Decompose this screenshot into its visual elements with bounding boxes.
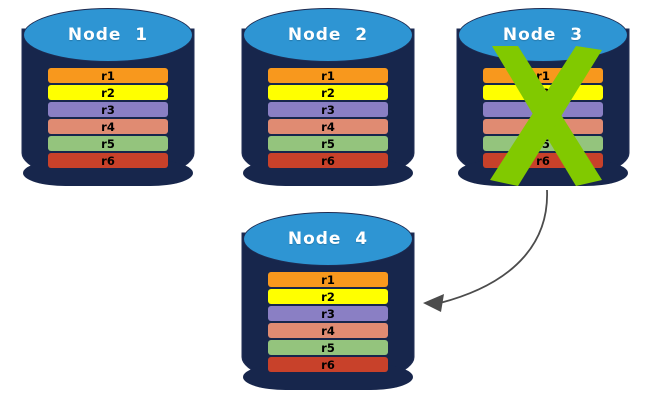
data-row-r2[interactable]: r2 [268, 289, 388, 304]
node-label: Node 3 [502, 25, 584, 45]
data-row-r6[interactable]: r6 [48, 153, 168, 168]
data-row-r3[interactable]: r3 [268, 102, 388, 117]
node-rows: r1 r2 r3 r4 r5 r6 [268, 272, 388, 374]
data-row-r1[interactable]: r1 [268, 272, 388, 287]
data-row-r6[interactable]: r6 [483, 153, 603, 168]
node-rows: r1 r2 r3 r4 r5 r6 [48, 68, 168, 170]
node-cylinder-node4[interactable]: Node 4 r1 r2 r3 r4 r5 r6 [243, 212, 413, 398]
data-row-r5[interactable]: r5 [268, 340, 388, 355]
data-row-r1[interactable]: r1 [483, 68, 603, 83]
data-row-r4[interactable]: r4 [483, 119, 603, 134]
data-row-r2[interactable]: r2 [483, 85, 603, 100]
node-rows: r1 r2 r3 r4 r5 r6 [268, 68, 388, 170]
data-row-r4[interactable]: r4 [268, 323, 388, 338]
data-row-r3[interactable]: r3 [483, 102, 603, 117]
node-cylinder-node3[interactable]: Node 3 r1 r2 r3 r4 r5 r6 [458, 8, 628, 194]
data-row-r6[interactable]: r6 [268, 153, 388, 168]
node-cylinder-node2[interactable]: Node 2 r1 r2 r3 r4 r5 r6 [243, 8, 413, 194]
node-top-ellipse [243, 212, 413, 266]
data-row-r6[interactable]: r6 [268, 357, 388, 372]
node-label: Node 2 [287, 25, 369, 45]
data-row-r3[interactable]: r3 [48, 102, 168, 117]
node-rows: r1 r2 r3 r4 r5 r6 [483, 68, 603, 170]
data-row-r3[interactable]: r3 [268, 306, 388, 321]
data-row-r4[interactable]: r4 [268, 119, 388, 134]
data-row-r5[interactable]: r5 [483, 136, 603, 151]
data-row-r1[interactable]: r1 [48, 68, 168, 83]
node-label: Node 4 [287, 229, 369, 249]
node-label: Node 1 [67, 25, 149, 45]
data-row-r2[interactable]: r2 [48, 85, 168, 100]
data-row-r5[interactable]: r5 [48, 136, 168, 151]
node-top-ellipse [23, 8, 193, 62]
data-row-r1[interactable]: r1 [268, 68, 388, 83]
data-row-r4[interactable]: r4 [48, 119, 168, 134]
data-row-r5[interactable]: r5 [268, 136, 388, 151]
node-top-ellipse [243, 8, 413, 62]
data-row-r2[interactable]: r2 [268, 85, 388, 100]
node-cylinder-node1[interactable]: Node 1 r1 r2 r3 r4 r5 r6 [23, 8, 193, 194]
